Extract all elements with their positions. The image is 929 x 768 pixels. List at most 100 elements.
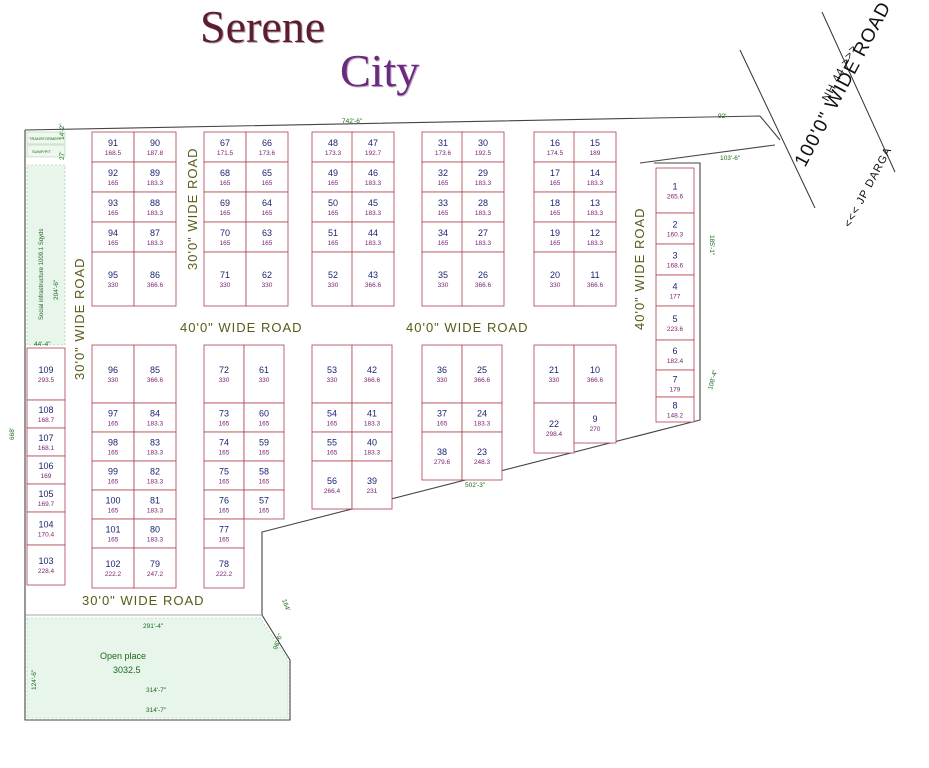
plot-28[interactable]: 28183.3 bbox=[461, 191, 505, 223]
plot-87[interactable]: 87183.3 bbox=[133, 221, 177, 253]
plot-72[interactable]: 72330 bbox=[203, 344, 245, 404]
plot-79[interactable]: 79247.2 bbox=[133, 547, 177, 589]
plot-97[interactable]: 97165 bbox=[91, 402, 135, 433]
plot-68[interactable]: 68165 bbox=[203, 161, 247, 193]
plot-29[interactable]: 29183.3 bbox=[461, 161, 505, 193]
plot-2[interactable]: 2160.3 bbox=[655, 212, 695, 245]
plot-21[interactable]: 21330 bbox=[533, 344, 575, 404]
plot-40[interactable]: 40183.3 bbox=[351, 431, 393, 462]
plot-69[interactable]: 69165 bbox=[203, 191, 247, 223]
plot-14[interactable]: 14183.3 bbox=[573, 161, 617, 193]
plot-89[interactable]: 89183.3 bbox=[133, 161, 177, 193]
plot-36[interactable]: 36330 bbox=[421, 344, 463, 404]
plot-61[interactable]: 61330 bbox=[243, 344, 285, 404]
plot-20[interactable]: 20330 bbox=[533, 251, 577, 307]
plot-27[interactable]: 27183.3 bbox=[461, 221, 505, 253]
plot-39[interactable]: 39231 bbox=[351, 460, 393, 510]
plot-96[interactable]: 96330 bbox=[91, 344, 135, 404]
plot-42[interactable]: 42366.6 bbox=[351, 344, 393, 404]
plot-67[interactable]: 67171.5 bbox=[203, 131, 247, 163]
plot-73[interactable]: 73165 bbox=[203, 402, 245, 433]
plot-48[interactable]: 48173.3 bbox=[311, 131, 355, 163]
plot-75[interactable]: 75165 bbox=[203, 460, 245, 491]
plot-99[interactable]: 99165 bbox=[91, 460, 135, 491]
plot-90[interactable]: 90187.8 bbox=[133, 131, 177, 163]
plot-1[interactable]: 1265.6 bbox=[655, 167, 695, 214]
plot-12[interactable]: 12183.3 bbox=[573, 221, 617, 253]
plot-47[interactable]: 47192.7 bbox=[351, 131, 395, 163]
plot-95[interactable]: 95330 bbox=[91, 251, 135, 307]
plot-56[interactable]: 56266.4 bbox=[311, 460, 353, 510]
plot-98[interactable]: 98165 bbox=[91, 431, 135, 462]
plot-45[interactable]: 45183.3 bbox=[351, 191, 395, 223]
plot-81[interactable]: 81183.3 bbox=[133, 489, 177, 520]
plot-58[interactable]: 58165 bbox=[243, 460, 285, 491]
plot-33[interactable]: 33165 bbox=[421, 191, 465, 223]
plot-51[interactable]: 51165 bbox=[311, 221, 355, 253]
plot-15[interactable]: 15189 bbox=[573, 131, 617, 163]
plot-85[interactable]: 85366.6 bbox=[133, 344, 177, 404]
plot-25[interactable]: 25366.6 bbox=[461, 344, 503, 404]
plot-78[interactable]: 78222.2 bbox=[203, 547, 245, 589]
plot-77[interactable]: 77165 bbox=[203, 518, 245, 549]
plot-26[interactable]: 26366.6 bbox=[461, 251, 505, 307]
plot-80[interactable]: 80183.3 bbox=[133, 518, 177, 549]
plot-23[interactable]: 23248.3 bbox=[461, 431, 503, 481]
plot-57[interactable]: 57165 bbox=[243, 489, 285, 520]
plot-62[interactable]: 62330 bbox=[245, 251, 289, 307]
plot-50[interactable]: 50165 bbox=[311, 191, 355, 223]
plot-44[interactable]: 44183.3 bbox=[351, 221, 395, 253]
plot-3[interactable]: 3168.6 bbox=[655, 243, 695, 276]
plot-101[interactable]: 101165 bbox=[91, 518, 135, 549]
plot-76[interactable]: 76165 bbox=[203, 489, 245, 520]
plot-24[interactable]: 24183.3 bbox=[461, 402, 503, 433]
plot-30[interactable]: 30192.5 bbox=[461, 131, 505, 163]
plot-82[interactable]: 82183.3 bbox=[133, 460, 177, 491]
plot-19[interactable]: 19165 bbox=[533, 221, 577, 253]
plot-32[interactable]: 32165 bbox=[421, 161, 465, 193]
plot-100[interactable]: 100165 bbox=[91, 489, 135, 520]
plot-60[interactable]: 60165 bbox=[243, 402, 285, 433]
plot-46[interactable]: 46183.3 bbox=[351, 161, 395, 193]
plot-65[interactable]: 65165 bbox=[245, 161, 289, 193]
plot-22[interactable]: 22298.4 bbox=[533, 402, 575, 454]
plot-84[interactable]: 84183.3 bbox=[133, 402, 177, 433]
plot-49[interactable]: 49165 bbox=[311, 161, 355, 193]
plot-35[interactable]: 35330 bbox=[421, 251, 465, 307]
plot-6[interactable]: 6182.4 bbox=[655, 339, 695, 371]
plot-53[interactable]: 53330 bbox=[311, 344, 353, 404]
plot-4[interactable]: 4177 bbox=[655, 274, 695, 307]
plot-17[interactable]: 17165 bbox=[533, 161, 577, 193]
plot-18[interactable]: 18165 bbox=[533, 191, 577, 223]
plot-88[interactable]: 88183.3 bbox=[133, 191, 177, 223]
plot-66[interactable]: 66173.6 bbox=[245, 131, 289, 163]
plot-31[interactable]: 31173.6 bbox=[421, 131, 465, 163]
plot-8[interactable]: 8148.2 bbox=[655, 396, 695, 423]
plot-83[interactable]: 83183.3 bbox=[133, 431, 177, 462]
plot-9[interactable]: 9270 bbox=[573, 402, 617, 444]
plot-107[interactable]: 107168.1 bbox=[26, 427, 66, 457]
plot-104[interactable]: 104170.4 bbox=[26, 511, 66, 546]
plot-43[interactable]: 43366.6 bbox=[351, 251, 395, 307]
plot-92[interactable]: 92165 bbox=[91, 161, 135, 193]
plot-71[interactable]: 71330 bbox=[203, 251, 247, 307]
plot-63[interactable]: 63165 bbox=[245, 221, 289, 253]
plot-10[interactable]: 10366.6 bbox=[573, 344, 617, 404]
plot-102[interactable]: 102222.2 bbox=[91, 547, 135, 589]
plot-108[interactable]: 108168.7 bbox=[26, 399, 66, 429]
plot-38[interactable]: 38279.6 bbox=[421, 431, 463, 481]
plot-105[interactable]: 105169.7 bbox=[26, 483, 66, 513]
plot-91[interactable]: 91168.5 bbox=[91, 131, 135, 163]
plot-74[interactable]: 74165 bbox=[203, 431, 245, 462]
plot-109[interactable]: 109293.5 bbox=[26, 347, 66, 401]
plot-11[interactable]: 11366.6 bbox=[573, 251, 617, 307]
plot-34[interactable]: 34165 bbox=[421, 221, 465, 253]
plot-5[interactable]: 5223.6 bbox=[655, 305, 695, 341]
plot-93[interactable]: 93165 bbox=[91, 191, 135, 223]
plot-41[interactable]: 41183.3 bbox=[351, 402, 393, 433]
plot-55[interactable]: 55165 bbox=[311, 431, 353, 462]
plot-54[interactable]: 54165 bbox=[311, 402, 353, 433]
plot-37[interactable]: 37165 bbox=[421, 402, 463, 433]
plot-13[interactable]: 13183.3 bbox=[573, 191, 617, 223]
plot-7[interactable]: 7179 bbox=[655, 369, 695, 398]
